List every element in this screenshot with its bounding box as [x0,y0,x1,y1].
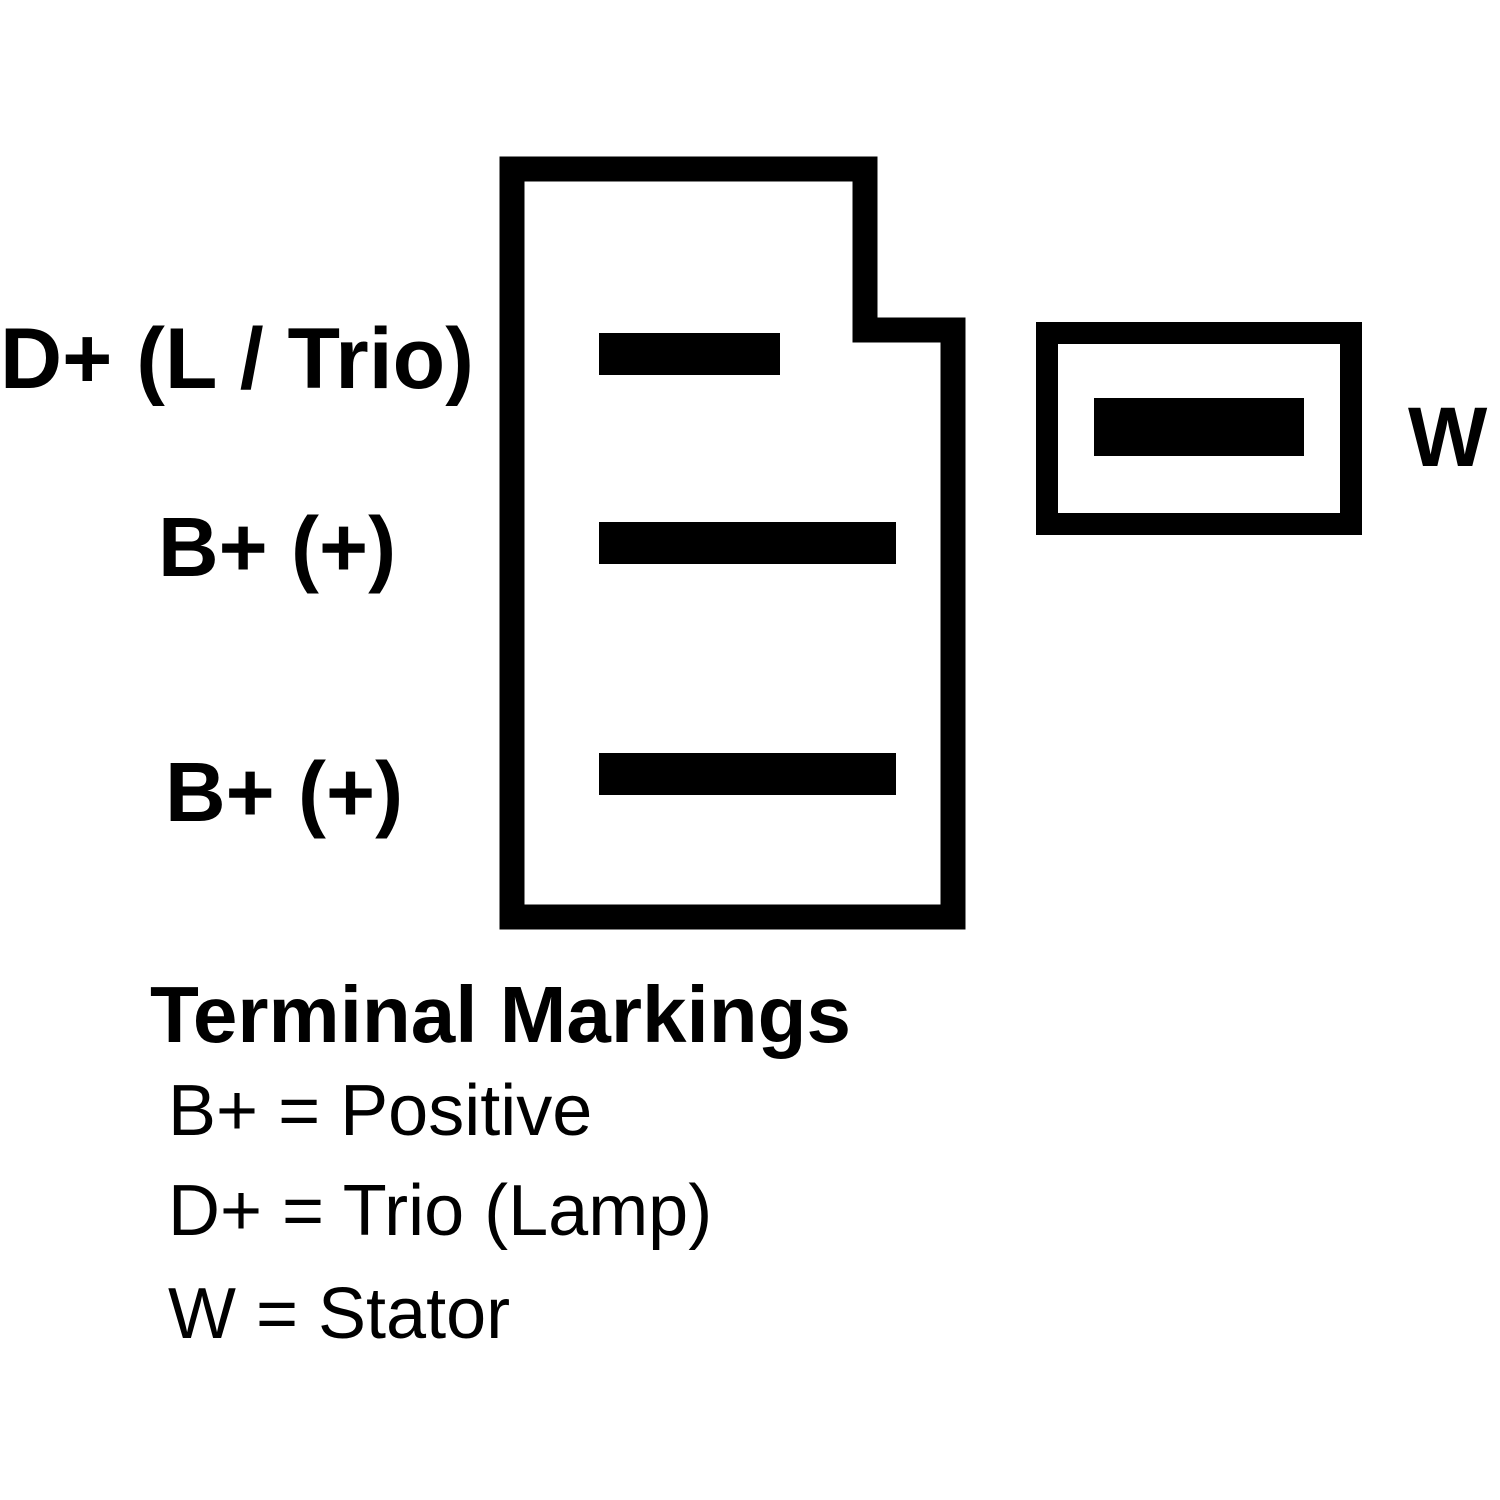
d-plus-terminal-blade [599,333,780,375]
legend-heading: Terminal Markings [150,970,851,1059]
w-label: W [1408,390,1488,484]
b-plus-terminal-blade-1 [599,522,896,564]
w-connector-housing [1036,322,1362,535]
d-plus-label: D+ (L / Trio) [0,311,474,407]
b-plus-label-2: B+ (+) [165,745,404,839]
legend-item-trio: D+ = Trio (Lamp) [168,1171,713,1251]
legend-item-stator: W = Stator [168,1274,511,1354]
b-plus-terminal-blade-2 [599,753,896,795]
w-terminal-blade [1094,398,1304,456]
main-connector-housing [499,156,966,930]
legend-item-positive: B+ = Positive [168,1071,593,1151]
b-plus-label-1: B+ (+) [158,500,397,594]
